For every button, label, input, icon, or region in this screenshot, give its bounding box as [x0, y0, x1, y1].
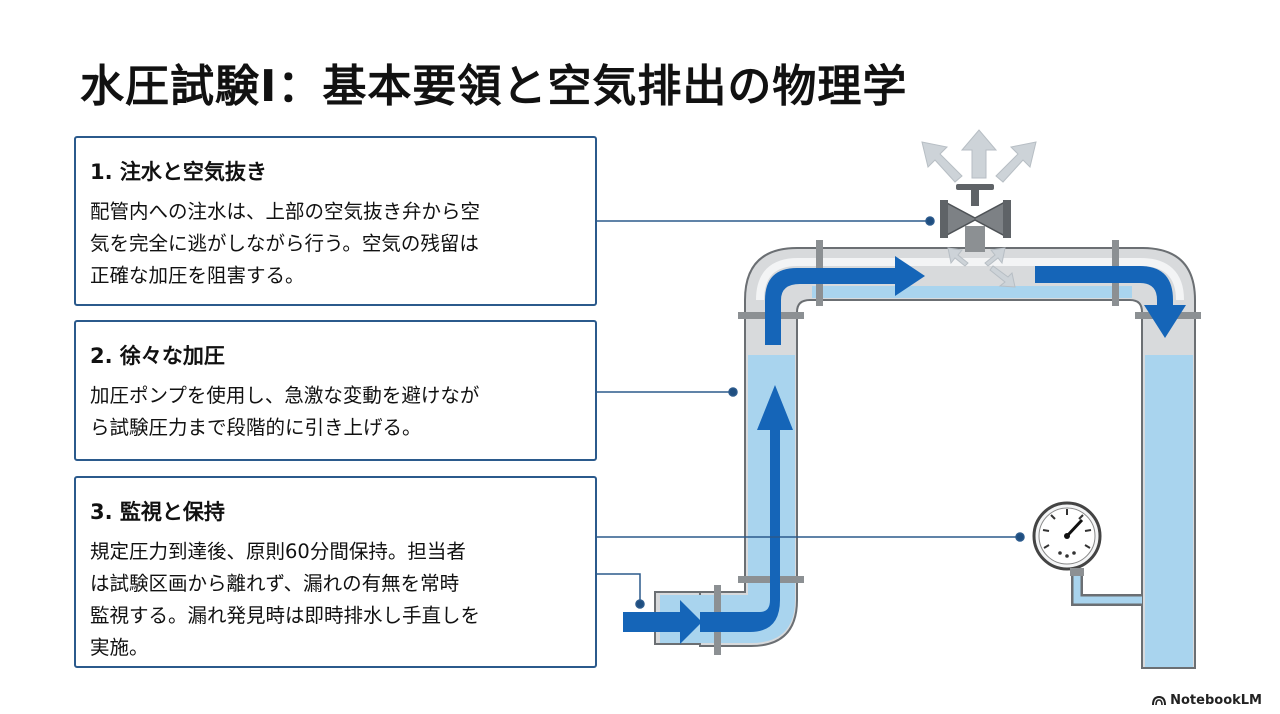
brand-label: NotebookLM	[1170, 693, 1262, 708]
air-escape-arrow-icon	[921, 141, 963, 183]
flow-arrow-icon	[700, 430, 780, 632]
air-escape-arrow-icon	[989, 265, 1016, 288]
leader-lines	[597, 216, 1025, 609]
step-card-gradual-pressurization: 2. 徐々な加圧 加圧ポンプを使用し、急激な変動を避けなが ら試験圧力まで段階的…	[74, 320, 597, 461]
flow-arrow-icon	[757, 385, 793, 430]
notebooklm-logo-icon	[1152, 695, 1167, 705]
step-title: 2. 徐々な加圧	[90, 344, 225, 368]
step-title: 1. 注水と空気抜き	[90, 160, 267, 184]
step-card-monitor-and-hold: 3. 監視と保持 規定圧力到達後、原則60分間保持。担当者 は試験区画から離れず…	[74, 476, 597, 668]
air-escape-arrow-icon	[960, 129, 998, 179]
air-vent-valve-icon	[940, 184, 1011, 252]
air-escape-arrow-icon	[995, 141, 1037, 183]
step-title: 3. 監視と保持	[90, 500, 225, 524]
air-escape-arrow-icon	[947, 247, 969, 267]
water-top-layer	[812, 286, 1132, 298]
step-card-fill-and-vent: 1. 注水と空気抜き 配管内への注水は、上部の空気抜き弁から空 気を完全に逃がし…	[74, 136, 597, 306]
step-body: 加圧ポンプを使用し、急激な変動を避けなが ら試験圧力まで段階的に引き上げる。	[90, 384, 480, 439]
brand-watermark: NotebookLM	[1152, 693, 1262, 708]
flow-arrow-icon	[1035, 266, 1186, 338]
pressure-gauge-icon	[1032, 501, 1142, 606]
water-right-column	[1145, 355, 1193, 667]
flow-arrow-icon	[765, 256, 925, 345]
flow-arrow-icon	[623, 600, 702, 644]
step-body: 配管内への注水は、上部の空気抜き弁から空 気を完全に逃がしながら行う。空気の残留…	[90, 200, 481, 287]
pipe-highlight	[756, 258, 1184, 301]
flow-arrows	[623, 256, 1186, 644]
step-body: 規定圧力到達後、原則60分間保持。担当者 は試験区画から離れず、漏れの有無を常時…	[90, 540, 481, 659]
air-escape-arrows	[921, 129, 1037, 288]
page-title: 水圧試験Ⅰ：基本要領と空気排出の物理学	[80, 61, 908, 112]
air-escape-arrow-icon	[984, 247, 1006, 267]
